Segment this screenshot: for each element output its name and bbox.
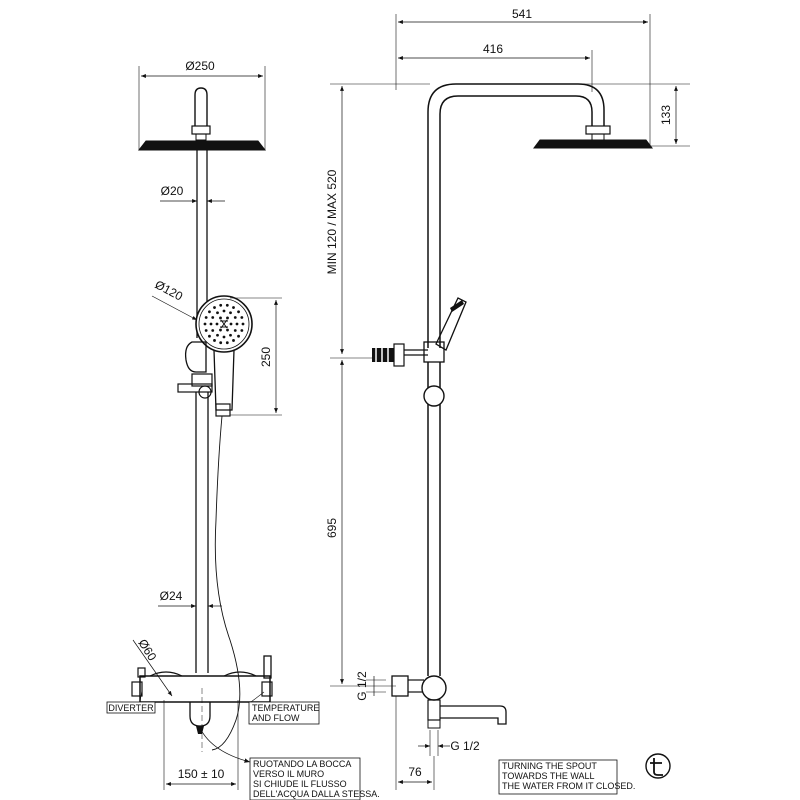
mixer-diameter-label: Ø60 [135,637,159,664]
nozzle-dot [232,306,235,309]
nozzle-dot [208,310,211,314]
side-spout [440,705,507,725]
nozzle-dot [226,316,229,320]
slider-bracket [184,341,207,373]
arm-projection-label: 416 [483,42,503,56]
mixer-lever [263,655,272,679]
nozzle-center-icon [220,319,228,329]
nozzle-dot [209,322,213,326]
nozzle-dot [226,328,229,332]
shower-column [427,83,605,348]
inlet-thread-side-label: G 1/2 [355,671,369,701]
nozzle-dot [233,316,237,319]
nozzle-dot [203,322,207,326]
nozzle-dot [213,339,216,342]
nozzle-dot [229,311,232,315]
centers-dim-label: 150 ± 10 [178,767,225,781]
side-view: 541 416 133 MIN 120 / MAX 520 [325,7,690,795]
side-inlet-connector [391,675,409,697]
nozzle-dot [213,306,216,309]
nozzle-dot [237,310,240,314]
nozzle-dot [215,322,219,326]
nozzle-dot [225,341,229,345]
shower-head [137,140,267,151]
spout-note-en-1: TURNING THE SPOUT [502,761,597,771]
head-connector [191,125,211,135]
diverter-label: DIVERTER [108,703,154,713]
wall-bracket [372,343,428,367]
shower-hose [211,415,241,751]
spout-note-it-4: DELL'ACQUA DALLA STESSA. [253,789,380,799]
head-diameter-label: Ø250 [185,59,215,73]
nozzle-dot [219,328,222,332]
side-hand-shower [435,297,467,351]
mixer-body [139,675,271,703]
nozzle-dot [222,335,226,339]
nozzle-dot [240,329,244,332]
nozzle-dot [219,341,223,345]
temperature-label-line1: TEMPERATURE [252,703,319,713]
nozzle-dot [219,316,222,320]
nozzle-dot [219,303,223,307]
spout-note-en-2: TOWARDS THE WALL [502,771,595,781]
side-shower-head [533,139,653,149]
nozzle-dot [211,316,215,319]
nozzle-dot [233,329,237,332]
brand-logo-icon [645,753,671,779]
lower-height-label: 695 [325,518,339,538]
side-mixer-body [421,675,447,701]
diverter-knob [137,667,146,678]
nozzle-dot [208,334,211,338]
nozzle-dot [241,322,245,326]
hand-shower-height-label: 250 [259,347,273,367]
nozzle-dot [225,303,229,307]
nozzle-dot [222,309,226,313]
nozzle-dot [235,322,239,326]
spout [189,702,211,727]
nozzle-dot [211,329,215,332]
spout-note-it-3: SI CHIUDE IL FLUSSO [253,779,347,789]
total-projection-label: 541 [512,7,532,21]
spout-note-en-3: THE WATER FROM IT CLOSED. [502,781,635,791]
nozzle-dot [229,333,232,337]
nozzle-dot [232,339,235,342]
nozzle-dot [204,316,208,319]
nozzle-dot [229,322,233,326]
nozzle-dot [237,334,240,338]
nozzle-dot [204,329,208,332]
nozzle-dot [216,311,219,315]
spout-note-it-2: VERSO IL MURO [253,769,324,779]
column-height-label: MIN 120 / MAX 520 [325,169,339,274]
column-joint [423,385,445,407]
hand-shower-nozzles [203,303,245,345]
wall-offset-label: 76 [408,765,422,779]
front-view: Ø250 Ø20 Ø120 250 [106,59,380,800]
pipe-upper-diameter-label: Ø20 [161,184,184,198]
nozzle-dot [216,333,219,337]
arm-drop-label: 133 [659,105,673,125]
temperature-label-line2: AND FLOW [252,713,300,723]
inlet-thread-bottom-label: G 1/2 [450,739,480,753]
hand-shower-diameter-label: Ø120 [153,277,186,303]
spout-note-it-1: RUOTANDO LA BOCCA [253,759,351,769]
pipe-lower-diameter-label: Ø24 [160,589,183,603]
nozzle-dot [240,316,244,319]
